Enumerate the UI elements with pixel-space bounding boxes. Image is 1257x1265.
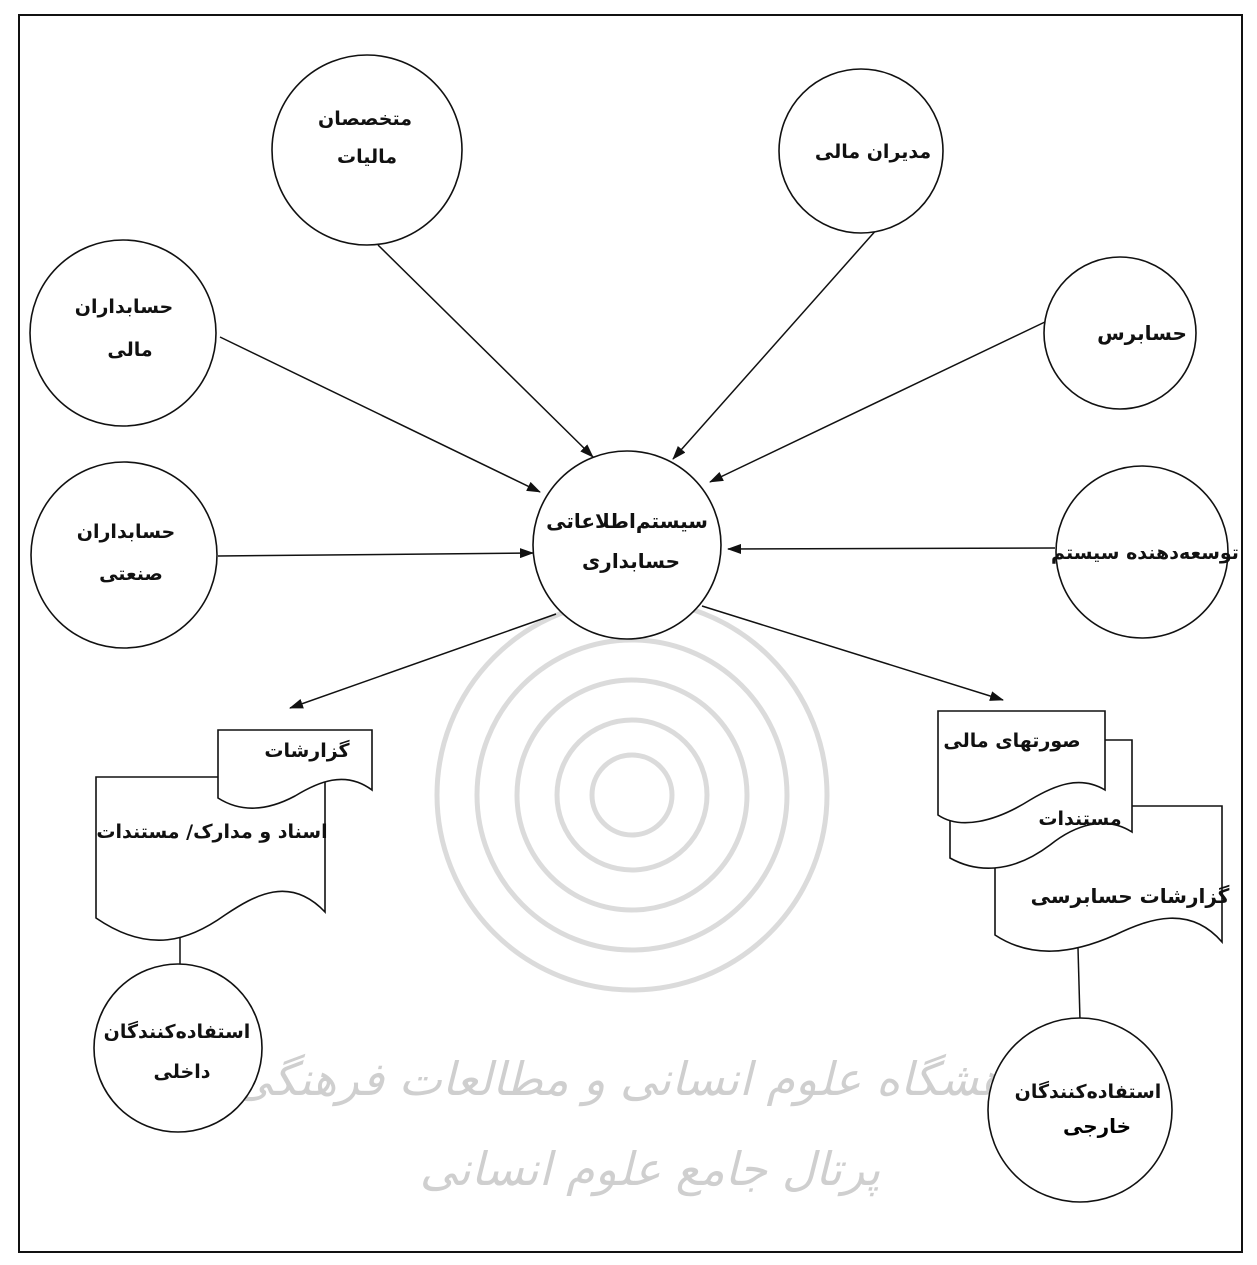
page-frame xyxy=(18,14,1243,1253)
watermark-line-2: پرتال جامع علوم انسانی xyxy=(420,1142,881,1197)
external-docs-stack: صورتهای مالی مستندات گزارشات حسابرسی xyxy=(937,710,1230,952)
node-ais: سیستم‌اطلاعاتی حسابداری xyxy=(532,450,722,640)
line-docs-to-external-users xyxy=(1077,947,1081,1021)
arrow-indacc-to-ais xyxy=(217,548,534,559)
watermark-line-1: پژوهشگاه علوم انسانی و مطالعات فرهنگی xyxy=(235,1052,1066,1107)
arrow-managers-to-ais xyxy=(672,227,879,460)
node-financial-managers: مدیران مالی xyxy=(778,68,944,234)
internal-reports-sheet xyxy=(217,729,373,810)
node-system-developer-line1: توسعه‌دهنده سیستم xyxy=(1051,542,1239,564)
node-internal-users-line1: استفاده‌کنندگان xyxy=(104,1020,251,1043)
node-financial-accountants-line2: مالی xyxy=(107,339,152,361)
arrow-ais-to-external-docs xyxy=(701,605,1004,701)
internal-docs-stack: گزارشات اسناد و مدارک/ مستندات xyxy=(95,729,373,941)
internal-reports-label: گزارشات xyxy=(264,739,350,762)
external-documentation-label: مستندات xyxy=(1038,808,1121,830)
internal-documents-label: اسناد و مدارک/ مستندات xyxy=(96,821,327,843)
external-statements-sheet xyxy=(937,710,1106,824)
node-external-users-line2: خارجی xyxy=(1063,1114,1131,1138)
node-system-developer: توسعه‌دهنده سیستم xyxy=(1051,465,1239,639)
node-financial-managers-line1: مدیران مالی xyxy=(815,141,931,163)
node-auditor: حسابرس xyxy=(1043,256,1197,410)
external-audit-reports-label: گزارشات حسابرسی xyxy=(1031,884,1230,908)
node-internal-users: استفاده‌کنندگان داخلی xyxy=(93,963,263,1133)
node-industrial-accountants-line1: حسابداران xyxy=(77,521,175,543)
node-external-users-line1: استفاده‌کنندگان xyxy=(1015,1080,1162,1103)
node-tax-specialists-line2: مالیات xyxy=(337,146,397,168)
node-tax-specialists: متخصصان مالیات xyxy=(271,54,463,246)
node-auditor-line1: حسابرس xyxy=(1097,321,1187,345)
node-financial-accountants-line1: حسابداران xyxy=(75,296,173,318)
node-ais-line1: سیستم‌اطلاعاتی xyxy=(546,509,708,533)
node-industrial-accountants-line2: صنعتی xyxy=(99,563,163,585)
arrow-tax-to-ais xyxy=(377,244,594,458)
node-ais-line2: حسابداری xyxy=(582,549,680,573)
arrow-ais-to-internal-docs xyxy=(289,613,557,709)
node-tax-specialists-line1: متخصصان xyxy=(318,108,412,130)
node-external-users: استفاده‌کنندگان خارجی xyxy=(987,1017,1173,1203)
arrow-finacc-to-ais xyxy=(219,336,541,493)
node-internal-users-line2: داخلی xyxy=(154,1061,211,1083)
arrow-developer-to-ais xyxy=(727,543,1056,554)
external-statements-label: صورتهای مالی xyxy=(943,730,1080,752)
node-financial-accountants: حسابداران مالی xyxy=(29,239,217,427)
arrow-auditor-to-ais xyxy=(709,320,1048,483)
internal-documents-sheet xyxy=(95,776,326,941)
node-industrial-accountants: حسابداران صنعتی xyxy=(30,461,218,649)
watermark-logo xyxy=(434,597,830,993)
